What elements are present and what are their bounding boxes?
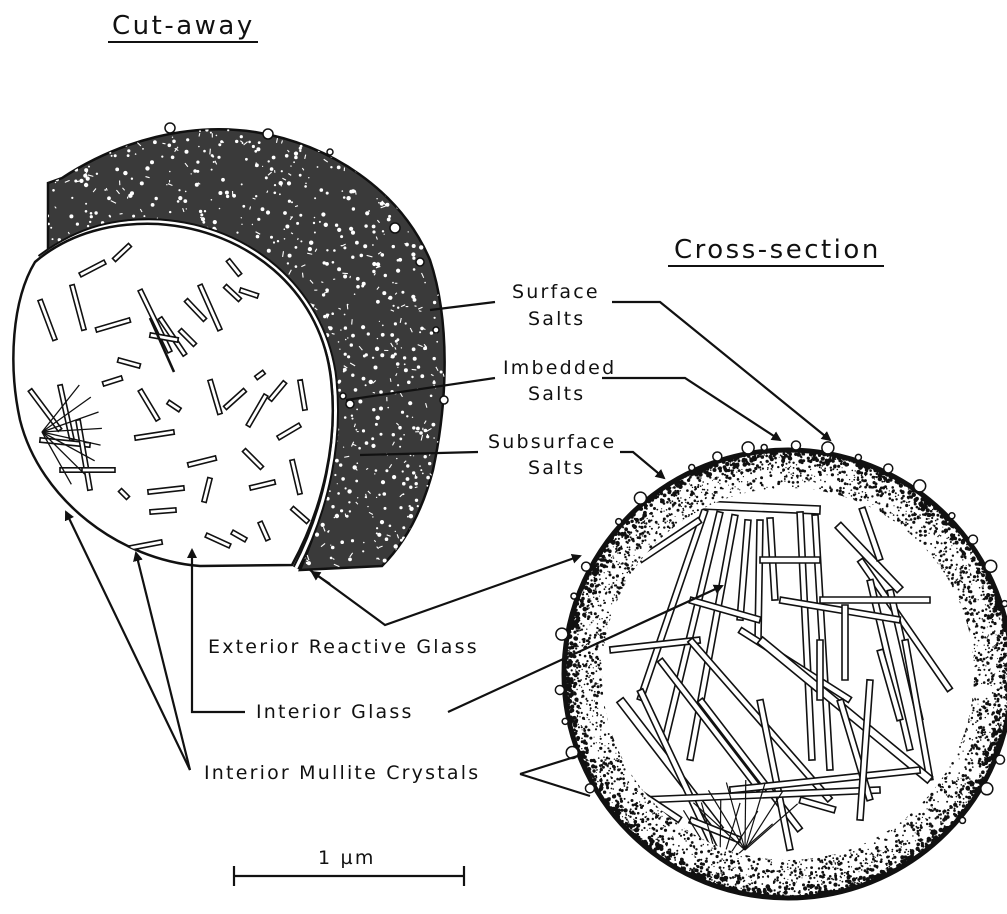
subsurface-salts-label-line1: Subsurface: [488, 431, 616, 453]
surface-salts-label-line1: Surface: [512, 281, 600, 303]
exterior-reactive-glass-arrow-cutaway: [312, 572, 330, 584]
interior-mullite-crystals-label: Interior Mullite Crystals: [204, 762, 480, 784]
mullite-arrow-cutaway-2: [136, 553, 190, 770]
cutaway-title: Cut-away: [112, 11, 255, 41]
interior-glass-arrow-cutaway: [192, 550, 245, 712]
subsurface-salts-arrow-cross-section: [620, 452, 664, 478]
scale-bar: 1 µm: [234, 847, 464, 886]
cross-section-particle: [555, 441, 1007, 900]
cutaway-particle: [13, 119, 460, 582]
imbedded-salts-label-line1: Imbedded: [503, 357, 616, 379]
interior-glass-label: Interior Glass: [256, 701, 414, 723]
mullite-leader-cross-section-2: [520, 774, 590, 796]
cross-section-title: Cross-section: [674, 235, 881, 265]
exterior-reactive-glass-label: Exterior Reactive Glass: [208, 636, 479, 658]
imbedded-salts-arrow-cross-section: [602, 378, 780, 440]
subsurface-salts-label-line2: Salts: [528, 457, 585, 479]
mullite-leader-cross-section-1: [520, 754, 584, 774]
surface-salts-arrow-cross-section: [612, 302, 830, 440]
imbedded-salts-label-line2: Salts: [528, 383, 585, 405]
scale-bar-label: 1 µm: [318, 847, 376, 869]
surface-salts-label-line2: Salts: [528, 308, 585, 330]
